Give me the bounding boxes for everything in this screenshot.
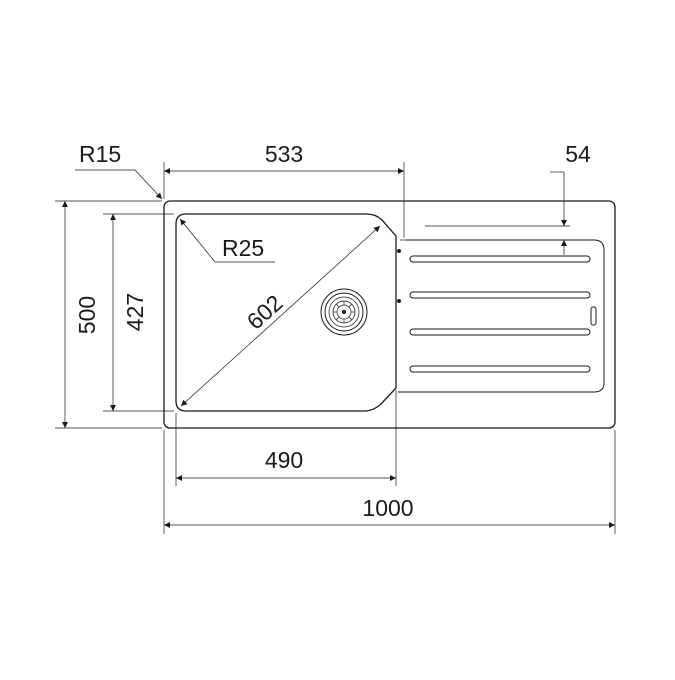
dimension-label-427: 427 — [122, 293, 148, 331]
leader-line-outer-radius-diag — [134, 169, 163, 200]
tap-hole-marker — [397, 249, 401, 253]
leader-line-bowl-radius — [179, 218, 216, 263]
tap-hole-marker — [397, 299, 401, 303]
drainer-groove — [409, 255, 591, 263]
sink-outline — [163, 200, 616, 429]
bowl-outline — [175, 213, 397, 412]
drainer-groove — [409, 291, 591, 299]
dimension-label-1000: 1000 — [362, 495, 413, 521]
dimension-label-533: 533 — [265, 141, 303, 167]
dimension-label-outer-radius: R15 — [79, 141, 121, 167]
dimension-label-54: 54 — [565, 141, 591, 167]
dimension-label-diagonal: 602 — [242, 290, 288, 335]
dimension-label-490: 490 — [265, 447, 303, 473]
overflow-slot — [590, 306, 597, 326]
dimension-line-diagonal — [180, 225, 381, 407]
drain-strainer-icon — [320, 288, 368, 336]
dimension-label-500: 500 — [74, 296, 100, 334]
dimension-label-bowl-radius: R25 — [222, 235, 264, 261]
drainer-grooves — [409, 255, 591, 373]
drainer-board-outline — [398, 239, 605, 393]
drainer-groove — [409, 328, 591, 336]
drainer-groove — [409, 365, 591, 373]
